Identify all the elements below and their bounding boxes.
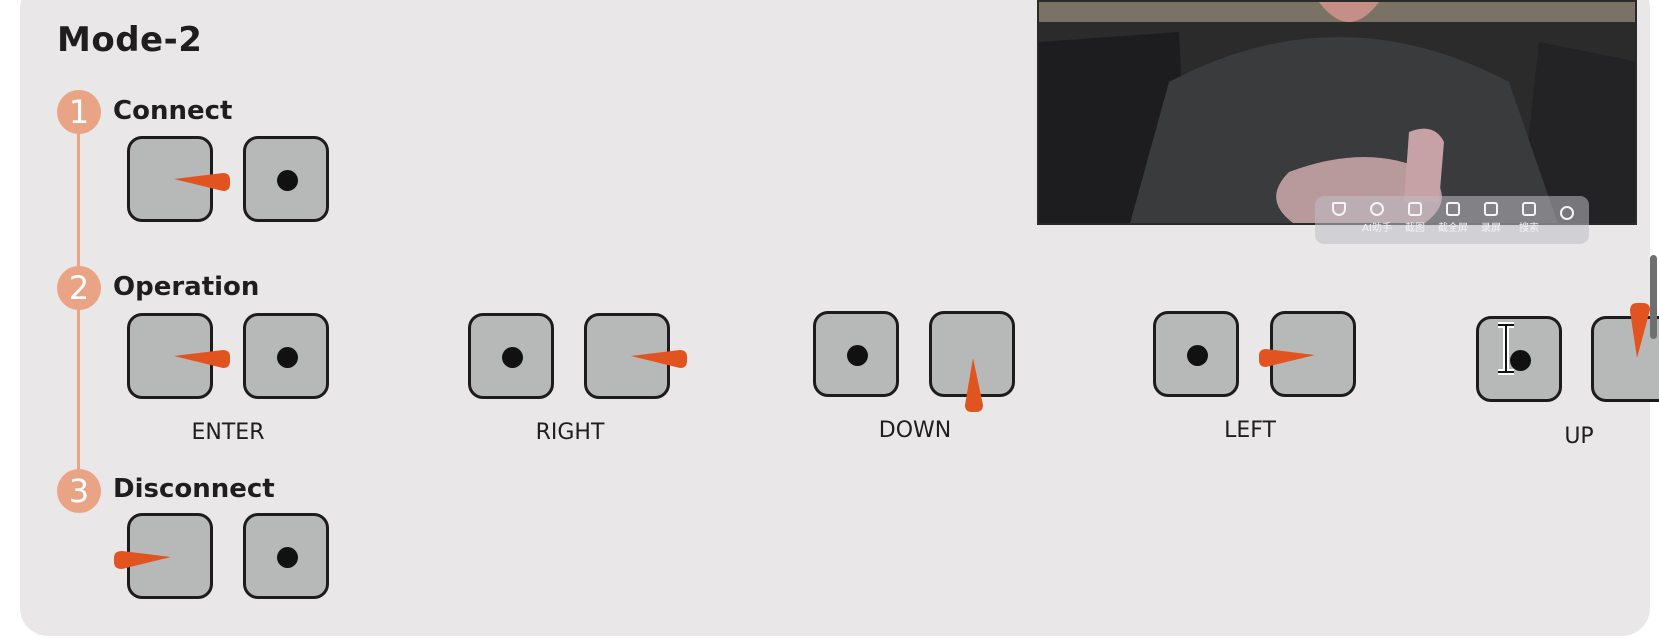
- key-left-connect: [127, 136, 213, 222]
- shield-icon: [1332, 202, 1346, 216]
- toolbar-fullscreen-shot-label: 截全屏: [1438, 223, 1468, 234]
- dot-marker: [1510, 350, 1531, 371]
- dot-marker: [847, 345, 868, 366]
- caption-left: LEFT: [1224, 418, 1276, 443]
- step-3-label: Disconnect: [113, 474, 275, 504]
- toolbar-settings-button[interactable]: [1549, 206, 1585, 223]
- gear-icon: [1560, 206, 1574, 220]
- toolbar-record-label: 录屏: [1481, 223, 1501, 234]
- pointer-connect: [174, 173, 230, 191]
- step-2-label: Operation: [113, 272, 260, 302]
- pointer-up: [1630, 303, 1650, 358]
- toolbar-ai-button[interactable]: AI助手: [1359, 202, 1395, 234]
- webcam-video: [1037, 0, 1637, 225]
- pointer-disconnect: [114, 551, 171, 569]
- pointer-down: [965, 358, 983, 412]
- dot-marker: [277, 547, 298, 568]
- step-3-badge: 3: [57, 469, 101, 513]
- caption-enter: ENTER: [191, 420, 265, 445]
- caption-up: UP: [1564, 424, 1594, 449]
- caption-down: DOWN: [878, 418, 952, 443]
- key-right-up: [1591, 316, 1659, 402]
- search-icon: [1522, 202, 1536, 216]
- screen-toolbar[interactable]: AI助手 截图 截全屏 录屏 搜索: [1315, 196, 1589, 244]
- ai-icon: [1370, 202, 1384, 216]
- presenter-image: [1039, 2, 1635, 223]
- scrollbar-thumb[interactable]: [1650, 255, 1657, 339]
- toolbar-screenshot-button[interactable]: 截图: [1397, 202, 1433, 234]
- key-right-right: [584, 313, 670, 399]
- toolbar-search-label: 搜索: [1519, 223, 1539, 234]
- camera-icon: [1408, 202, 1422, 216]
- timeline-line: [77, 130, 80, 490]
- toolbar-record-button[interactable]: 录屏: [1473, 202, 1509, 234]
- step-1-label: Connect: [113, 96, 233, 126]
- pointer-enter: [174, 350, 230, 368]
- video-camera-icon: [1484, 202, 1498, 216]
- toolbar-screenshot-label: 截图: [1405, 223, 1425, 234]
- toolbar-ai-label: AI助手: [1362, 223, 1392, 234]
- page-title: Mode-2: [57, 20, 203, 60]
- dot-marker: [277, 170, 298, 191]
- text-cursor-icon: [1498, 322, 1514, 375]
- shield-button[interactable]: [1321, 202, 1357, 219]
- dot-marker: [1187, 345, 1208, 366]
- dot-marker: [277, 347, 298, 368]
- toolbar-fullscreen-shot-button[interactable]: 截全屏: [1435, 202, 1471, 234]
- caption-right: RIGHT: [535, 420, 605, 445]
- toolbar-search-button[interactable]: 搜索: [1511, 202, 1547, 234]
- pointer-right: [631, 350, 687, 368]
- step-1-badge: 1: [57, 90, 101, 134]
- dot-marker: [502, 347, 523, 368]
- pointer-left: [1259, 349, 1315, 367]
- step-2-badge: 2: [57, 266, 101, 310]
- monitor-icon: [1446, 202, 1460, 216]
- key-right-connect: [243, 136, 329, 222]
